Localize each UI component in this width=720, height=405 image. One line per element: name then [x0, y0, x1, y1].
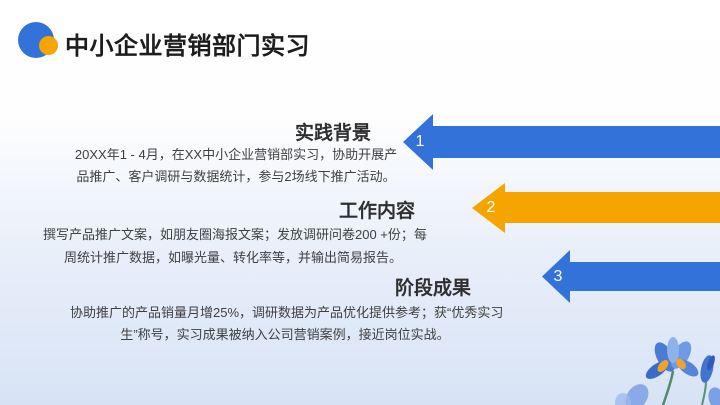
iris-flower-icon [615, 337, 720, 405]
slide-title: 中小企业营销部门实习 [65, 33, 310, 60]
body-line: 周统计推广数据，如曝光量、转化率等，并输出简易报告。 [63, 250, 402, 265]
step-arrow-2: 2 [472, 183, 720, 233]
step-arrow-1: 1 [403, 114, 720, 170]
section-body-stage-results: 协助推广的产品销量月增25%，调研数据为产品优化提供参考；获“优秀实习 生”称号… [70, 302, 504, 346]
section-heading-work-content: 工作内容 [338, 201, 415, 222]
body-line: 撰写产品推广文案，如朋友圈海报文案；发放调研问卷200 +份；每 [43, 227, 427, 242]
step-arrow-3: 3 [542, 250, 720, 303]
body-line: 生”称号，实习成果被纳入公司营销案例，接近岗位实战。 [120, 327, 450, 342]
body-line: 20XX年1 - 4月，在XX中小企业营销部实习，协助开展产 [74, 147, 398, 162]
section-body-practice-background: 20XX年1 - 4月，在XX中小企业营销部实习，协助开展产 品推广、客户调研与… [46, 144, 426, 188]
section-heading-practice-background: 实践背景 [294, 123, 371, 144]
orange-circle-icon [39, 36, 58, 55]
section-heading-stage-results: 阶段成果 [394, 278, 471, 299]
body-line: 品推广、客户调研与数据统计，参与2场线下推广活动。 [76, 169, 396, 184]
step-number-2: 2 [486, 199, 496, 216]
section-body-work-content: 撰写产品推广文案，如朋友圈海报文案；发放调研问卷200 +份；每 周统计推广数据… [43, 223, 427, 269]
step-number-3: 3 [553, 268, 563, 285]
step-number-1: 1 [415, 133, 425, 150]
body-line: 协助推广的产品销量月增25%，调研数据为产品优化提供参考；获“优秀实习 [70, 305, 504, 320]
